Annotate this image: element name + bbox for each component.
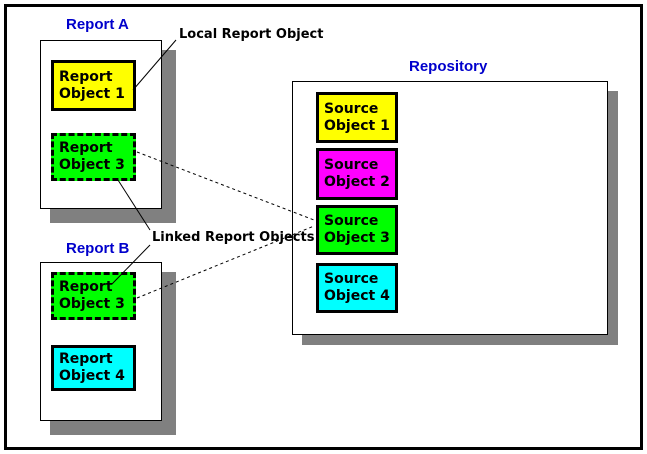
source-object-1-line-1: Source <box>324 100 379 117</box>
source-object-3-line-2: Object 3 <box>324 230 390 246</box>
report-object-1-line-1: Report <box>59 68 113 85</box>
source-object-3-line-1: Source <box>324 213 379 229</box>
report-object-3-line-1: Report <box>59 279 113 295</box>
report-object-1-line-2: Object 1 <box>59 85 125 102</box>
source-object-4-line-1: Source <box>324 271 379 287</box>
source-object-2-line-2: Object 2 <box>324 174 390 190</box>
source-object-2-line-1: Source <box>324 157 379 173</box>
local-report-object-label: Local Report Object <box>179 27 324 42</box>
repository-title: Repository <box>409 58 488 75</box>
report-object-4-line-2: Object 4 <box>59 368 125 384</box>
source-object-4-line-2: Object 4 <box>324 288 390 304</box>
report-object-3-line-2: Object 3 <box>59 157 125 173</box>
report-a-title: Report A <box>66 16 129 33</box>
report-object-4-line-1: Report <box>59 351 113 367</box>
report-object-3-line-2: Object 3 <box>59 296 125 312</box>
report-b-title: Report B <box>66 240 130 257</box>
report-object-3-line-1: Report <box>59 140 113 156</box>
diagram-outer-frame <box>4 4 643 450</box>
linked-report-objects-label: Linked Report Objects <box>152 230 315 245</box>
source-object-1-line-2: Object 1 <box>324 117 390 134</box>
